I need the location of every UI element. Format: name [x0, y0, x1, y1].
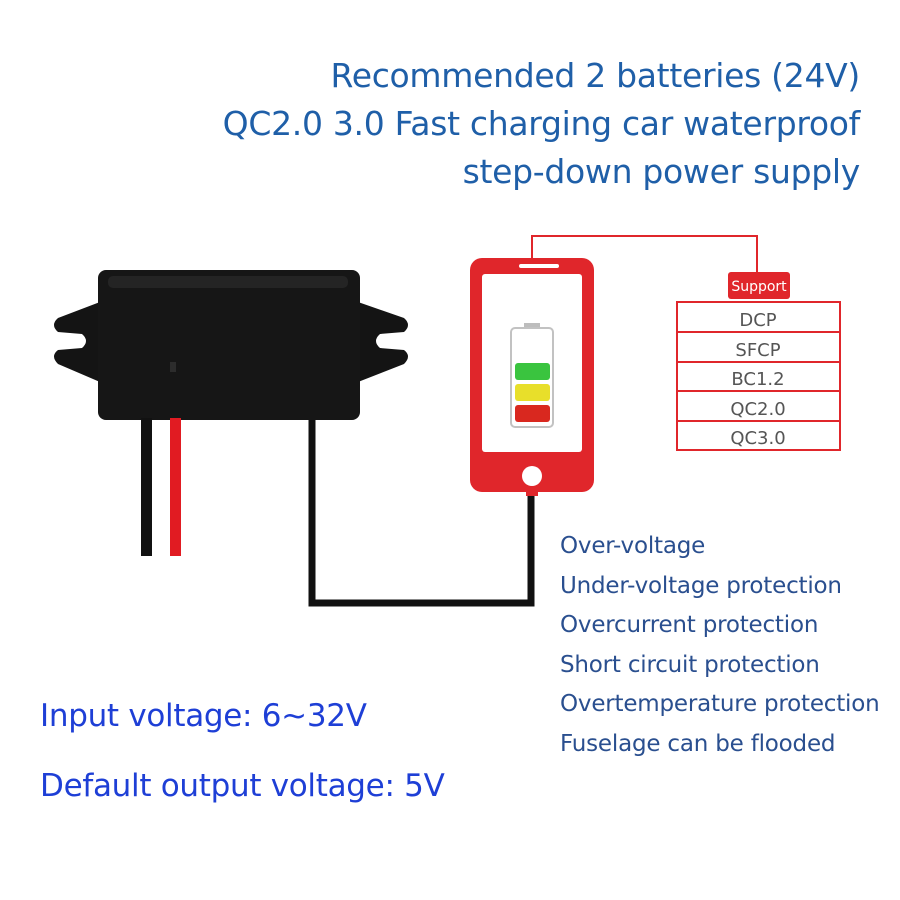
feature-item: Over-voltage	[560, 533, 706, 559]
support-protocol: SFCP	[735, 340, 780, 361]
support-protocol: QC3.0	[730, 428, 785, 449]
headline-line-2: QC2.0 3.0 Fast charging car waterproof	[222, 104, 861, 143]
input-wires	[141, 418, 181, 556]
usb-cable	[308, 420, 535, 607]
feature-item: Overcurrent protection	[560, 612, 819, 639]
support-protocol: QC2.0	[730, 399, 785, 420]
headline: Recommended 2 batteries (24V) QC2.0 3.0 …	[222, 52, 861, 196]
power-module	[54, 270, 408, 420]
feature-item: Fuselage can be flooded	[560, 730, 836, 757]
battery-level-red	[515, 405, 550, 422]
headline-line-3: step-down power supply	[462, 152, 861, 191]
support-connector-line	[531, 235, 758, 272]
protection-features-list: Over-voltage Under-voltage protection Ov…	[560, 527, 880, 765]
battery-level-green	[515, 363, 550, 380]
feature-item: Overtemperature protection	[560, 691, 880, 718]
support-protocol: BC1.2	[731, 369, 784, 390]
voltage-specs: Input voltage: 6~32V Default output volt…	[40, 698, 445, 804]
battery-icon	[510, 323, 554, 428]
support-protocol: DCP	[739, 310, 776, 331]
headline-line-1: Recommended 2 batteries (24V)	[330, 56, 861, 95]
output-voltage-spec: Default output voltage: 5V	[40, 768, 445, 804]
feature-item: Under-voltage protection	[560, 572, 842, 599]
support-header: Support	[731, 279, 787, 295]
support-table: Support DCP SFCP BC1.2 QC2.0 QC3.0	[676, 272, 841, 451]
battery-level-yellow	[515, 384, 550, 401]
input-voltage-spec: Input voltage: 6~32V	[40, 698, 367, 734]
feature-item: Short circuit protection	[560, 651, 820, 678]
